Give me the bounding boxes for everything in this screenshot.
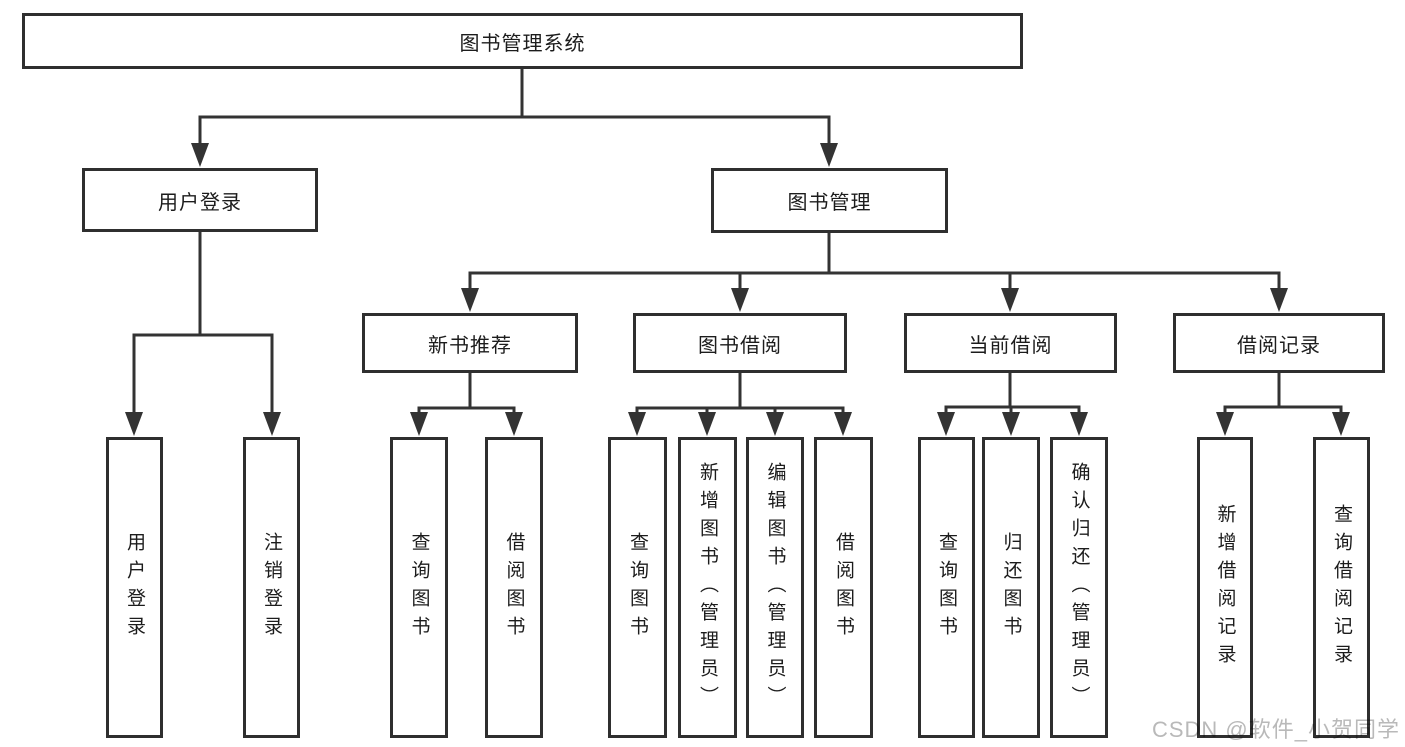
node-query-books-recommend: 查询图书	[390, 437, 448, 738]
node-query-books-borrowing: 查询图书	[608, 437, 667, 738]
node-user-login-branch: 用户登录	[82, 168, 318, 232]
node-add-borrow-record: 新增借阅记录	[1197, 437, 1253, 738]
watermark-text: CSDN @软件_小贺同学	[1151, 717, 1400, 742]
node-leaf-user-login: 用户登录	[106, 437, 163, 738]
node-add-books-admin: 新增图书（管理员）	[678, 437, 737, 738]
node-return-books: 归还图书	[982, 437, 1040, 738]
node-query-borrow-record: 查询借阅记录	[1313, 437, 1370, 738]
node-leaf-logout: 注销登录	[243, 437, 300, 738]
node-new-book-recommendation: 新书推荐	[362, 313, 578, 373]
node-borrow-books-borrowing: 借阅图书	[814, 437, 873, 738]
node-query-books-current: 查询图书	[918, 437, 975, 738]
node-borrowing-records: 借阅记录	[1173, 313, 1385, 373]
node-borrow-books-recommend: 借阅图书	[485, 437, 543, 738]
node-library-management-system: 图书管理系统	[22, 13, 1023, 69]
node-current-borrowing: 当前借阅	[904, 313, 1117, 373]
node-edit-books-admin: 编辑图书（管理员）	[746, 437, 804, 738]
node-book-borrowing: 图书借阅	[633, 313, 847, 373]
node-confirm-return-admin: 确认归还（管理员）	[1050, 437, 1108, 738]
node-book-management-branch: 图书管理	[711, 168, 948, 233]
